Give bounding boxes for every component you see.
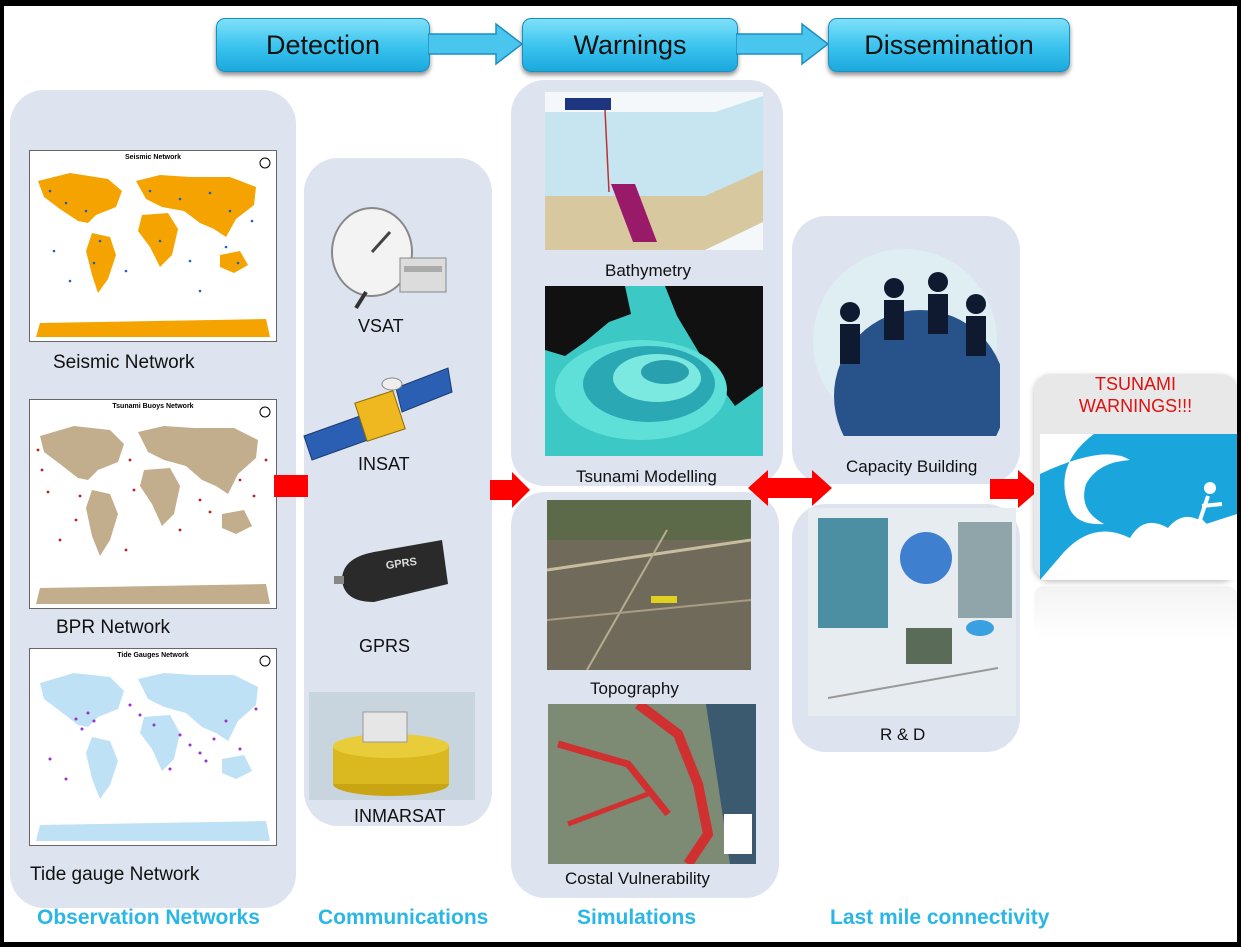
seismic-network-label: Seismic Network — [53, 352, 195, 373]
stage-warnings-label: Warnings — [573, 29, 687, 60]
tsunami-modelling-image — [545, 286, 763, 456]
gprs-device-image: GPRS — [334, 540, 448, 602]
category-communications: Communications — [318, 906, 489, 929]
category-simulations: Simulations — [577, 906, 697, 929]
tsunami-warning-card: TSUNAMI WARNINGS!!! — [1034, 374, 1237, 580]
tide-gauges-map: Tide Gauges Network — [29, 648, 277, 846]
red-arrow-obs-to-comm — [274, 475, 308, 497]
vsat-dish-image — [331, 207, 447, 310]
capacity-building-label: Capacity Building — [846, 457, 978, 476]
stage-dissemination: Dissemination — [828, 18, 1070, 72]
red-arrow-sim-to-lastmile — [748, 470, 832, 506]
buoys-map-title: Tsunami Buoys Network — [112, 403, 194, 410]
topography-label: Topography — [590, 679, 679, 698]
tsunami-buoys-map: Tsunami Buoys Network — [29, 399, 277, 609]
bpr-network-label: BPR Network — [56, 617, 171, 638]
seismic-map-title: Seismic Network — [124, 154, 182, 161]
insat-label: INSAT — [358, 454, 410, 474]
flow-arrow-2 — [736, 22, 830, 66]
category-last-mile-connectivity: Last mile connectivity — [830, 906, 1050, 929]
diagram-canvas: Detection Warnings Dissemination Seismic… — [4, 6, 1237, 942]
tsunami-wave-icon — [1040, 434, 1237, 580]
warning-line2: WARNINGS!!! — [1078, 396, 1193, 416]
insat-satellite-image — [303, 367, 453, 461]
tsunami-modelling-label: Tsunami Modelling — [576, 467, 717, 486]
inmarsat-label: INMARSAT — [354, 806, 446, 826]
gprs-device-text: GPRS — [385, 556, 418, 572]
category-observation-networks: Observation Networks — [37, 906, 260, 929]
seismic-network-map: Seismic Network — [29, 150, 277, 342]
vsat-label: VSAT — [358, 316, 404, 336]
tide-gauge-network-label: Tide gauge Network — [30, 864, 200, 885]
gprs-label: GPRS — [359, 636, 411, 656]
warning-line1: TSUNAMI — [1095, 374, 1176, 394]
coastal-vulnerability-image — [548, 704, 756, 864]
stage-detection-label: Detection — [265, 29, 381, 60]
topography-image — [547, 500, 751, 670]
flow-arrow-1 — [428, 22, 524, 66]
tide-map-title: Tide Gauges Network — [117, 652, 189, 659]
red-arrow-to-warning — [990, 470, 1040, 508]
bathymetry-image — [545, 92, 763, 250]
bathymetry-label: Bathymetry — [605, 261, 691, 280]
stage-warnings: Warnings — [522, 18, 738, 72]
rnd-image — [808, 508, 1016, 716]
coastal-vulnerability-label: Costal Vulnerability — [565, 869, 710, 888]
warning-card-reflection — [1034, 586, 1237, 638]
inmarsat-buoy-image — [309, 692, 475, 800]
stage-detection: Detection — [216, 18, 430, 72]
red-arrow-comm-to-sim — [490, 472, 530, 508]
capacity-building-image — [813, 249, 1000, 436]
rnd-label: R & D — [880, 725, 926, 744]
stage-dissemination-label: Dissemination — [864, 29, 1034, 60]
